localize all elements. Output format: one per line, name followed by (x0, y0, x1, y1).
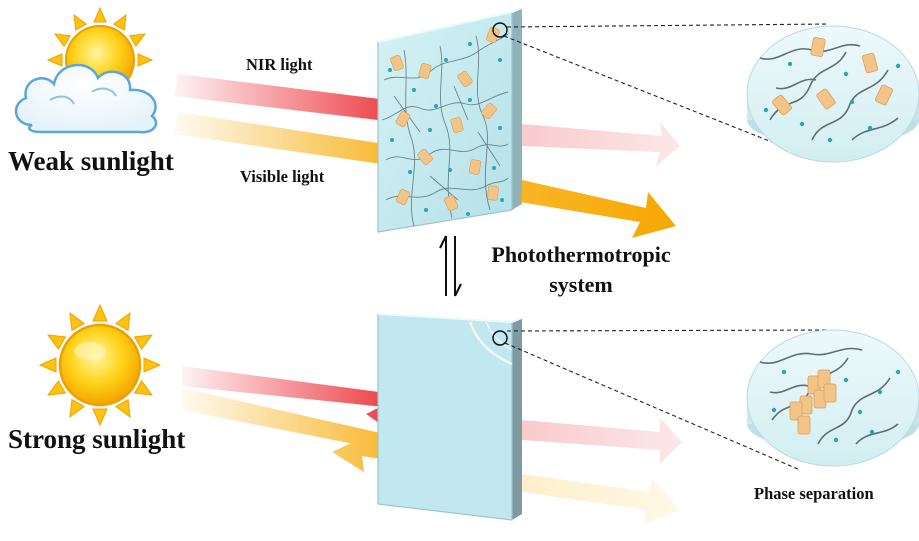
glass-pane-transparent (377, 7, 523, 233)
visible-light-label: Visible light (240, 167, 325, 186)
equilibrium-arrows-icon (439, 235, 462, 297)
visible-reflected-beam (182, 388, 438, 472)
zoom-circle-icon (492, 329, 829, 471)
system-label-line-1: Photothermotropic (491, 242, 671, 267)
visible-incoming-beam (174, 112, 440, 184)
microstructure-disk-transparent (746, 25, 919, 163)
nir-transmitted-faded-beam (522, 418, 682, 464)
nir-reflected-beam (182, 366, 440, 432)
weak-sunlight-label: Weak sunlight (8, 146, 174, 176)
visible-transmitted-faded-beam (522, 474, 680, 524)
system-label-line-2: system (549, 272, 613, 297)
system-label: Photothermotropic system (468, 240, 694, 300)
zoom-circle-icon (492, 22, 829, 143)
nir-light-label: NIR light (246, 55, 313, 74)
visible-transmitted-beam (520, 180, 676, 238)
glass-pane-opaque (377, 313, 523, 521)
microstructure-disk-phase-separated (746, 329, 919, 467)
nir-transmitted-faded-beam (522, 122, 680, 166)
sun-behind-cloud-icon (14, 6, 158, 134)
strong-sunlight-label: Strong sunlight (8, 424, 186, 454)
phase-separation-label: Phase separation (754, 484, 874, 503)
nir-incoming-beam (174, 74, 447, 141)
sun-icon (38, 303, 162, 427)
